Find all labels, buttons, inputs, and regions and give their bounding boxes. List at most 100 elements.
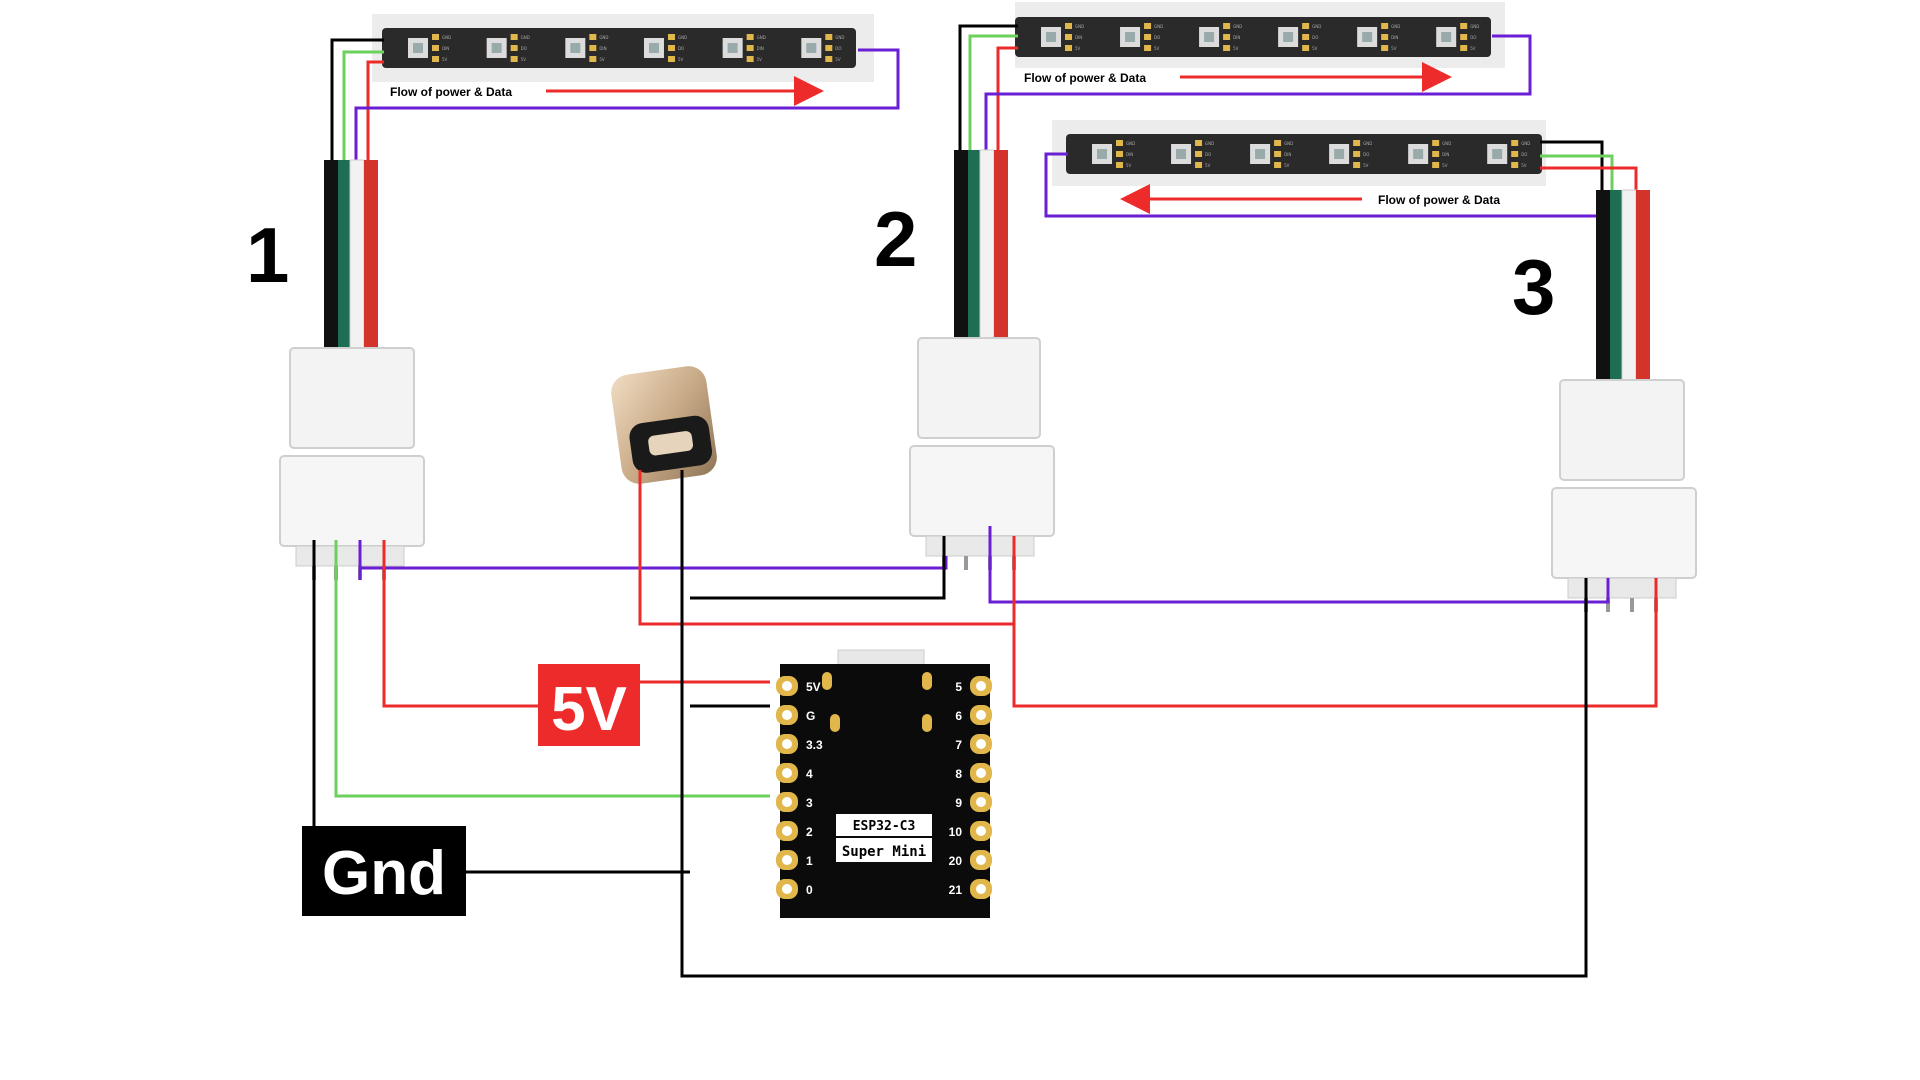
- strip-1-wires: [330, 38, 900, 170]
- led-strip-2: GNDDIN5VGNDDO5VGNDDIN5VGNDDO5VGNDDIN5VGN…: [1015, 2, 1505, 92]
- pin-hole: [976, 826, 986, 836]
- solder-pad: [667, 34, 675, 40]
- solder-pad: [1144, 23, 1152, 29]
- pad-label: DIN: [1391, 35, 1398, 40]
- pad-label: 5V: [1075, 46, 1081, 51]
- pad-label: GND: [1312, 24, 1321, 29]
- led-chip-core: [570, 43, 581, 53]
- solder-pad: [1223, 34, 1231, 40]
- solder-pad: [1116, 151, 1123, 157]
- right-pin-label: 21: [949, 883, 963, 897]
- solder-pad: [746, 45, 754, 51]
- pad-label: 5V: [521, 57, 527, 62]
- pad-label: GND: [1470, 24, 1479, 29]
- pad-label: DO: [835, 46, 841, 51]
- pad-label: GND: [599, 35, 608, 40]
- board-body: [780, 664, 990, 918]
- pin-hole: [976, 681, 986, 691]
- right-pin-label: 8: [955, 767, 962, 781]
- solder-pad: [1511, 140, 1519, 146]
- pin-hole: [782, 826, 792, 836]
- solder-pad: [1274, 162, 1282, 168]
- pin-hole: [782, 710, 792, 720]
- usb-c-connector-icon: [611, 366, 717, 484]
- pad-label: 5V: [1521, 163, 1527, 168]
- solder-pad: [432, 34, 439, 40]
- pad-label: 5V: [599, 57, 605, 62]
- usb-port-icon: [837, 649, 925, 667]
- pin-hole: [976, 884, 986, 894]
- left-pin-label: 5V: [806, 680, 821, 694]
- ground-label: Gnd: [302, 826, 466, 916]
- led-chip-core: [648, 43, 659, 53]
- solder-pad: [1432, 151, 1440, 157]
- pin-hole: [782, 681, 792, 691]
- pad-label: GND: [1233, 24, 1242, 29]
- jst-connector-icon: [909, 337, 1055, 570]
- strip-2-body: [1015, 17, 1491, 57]
- pad-label: DIN: [1126, 152, 1133, 157]
- pin-hole: [976, 739, 986, 749]
- pin-hole: [976, 710, 986, 720]
- pin-hole: [782, 884, 792, 894]
- pin-hole: [782, 739, 792, 749]
- left-pin-label: G: [806, 709, 815, 723]
- solder-pad: [1353, 162, 1361, 168]
- solder-pad: [1274, 140, 1282, 146]
- solder-pad: [1116, 162, 1123, 168]
- led-chip-core: [1097, 149, 1107, 159]
- strip-1-flow-label: Flow of power & Data: [390, 85, 512, 99]
- pad-label: GND: [521, 35, 530, 40]
- left-pin-label: 3: [806, 796, 813, 810]
- pin-hole: [782, 855, 792, 865]
- pad-label: DIN: [1284, 152, 1291, 157]
- pad-label: GND: [1154, 24, 1163, 29]
- strip-1-body: [382, 28, 856, 68]
- pin-hole: [976, 855, 986, 865]
- connector-1: [279, 159, 425, 580]
- led-strip-3: GNDDIN5VGNDDO5VGNDDIN5VGNDDO5VGNDDIN5VGN…: [1052, 120, 1546, 214]
- solder-pad: [1144, 34, 1152, 40]
- jst-connector-icon: [279, 347, 425, 580]
- strip-3-wires: [1044, 140, 1638, 218]
- led-chip-core: [1255, 149, 1266, 159]
- pad-label: DIN: [757, 46, 764, 51]
- pad-label: DIN: [599, 46, 606, 51]
- solder-pad: [1144, 45, 1152, 51]
- solder-pad: [589, 56, 597, 62]
- solder-pad: [825, 34, 833, 40]
- strip-3-flow-label: Flow of power & Data: [1378, 193, 1500, 207]
- pad-label: GND: [1284, 141, 1293, 146]
- led-chip-core: [1204, 32, 1215, 42]
- pad-label: GND: [835, 35, 844, 40]
- pad-label: 5V: [1312, 46, 1318, 51]
- solder-pad: [589, 45, 597, 51]
- solder-pad: [1381, 34, 1389, 40]
- solder-pad: [825, 45, 833, 51]
- led-chip-core: [1046, 32, 1056, 42]
- pad-label: 5V: [1233, 46, 1239, 51]
- solder-pad: [510, 45, 518, 51]
- solder-pad: [1381, 23, 1389, 29]
- solder-pad: [1353, 140, 1361, 146]
- strip-number-3: 3: [1512, 243, 1555, 331]
- pad-label: DO: [1470, 35, 1476, 40]
- pad-label: 5V: [1363, 163, 1369, 168]
- pad-label: GND: [1442, 141, 1451, 146]
- solder-pad: [1432, 162, 1440, 168]
- solder-pad: [1302, 45, 1310, 51]
- solder-pad: [1195, 151, 1203, 157]
- pad-label: GND: [757, 35, 766, 40]
- solder-pad: [1511, 151, 1519, 157]
- strip-2-wires: [958, 24, 1532, 158]
- solder-pad: [746, 56, 754, 62]
- jst-connector-icon: [1551, 379, 1697, 612]
- solder-pad: [1195, 140, 1203, 146]
- solder-pad: [1195, 162, 1203, 168]
- pad-label: 5V: [835, 57, 841, 62]
- pad-label: DIN: [1233, 35, 1240, 40]
- left-pin-label: 4: [806, 767, 813, 781]
- solder-pad: [589, 34, 597, 40]
